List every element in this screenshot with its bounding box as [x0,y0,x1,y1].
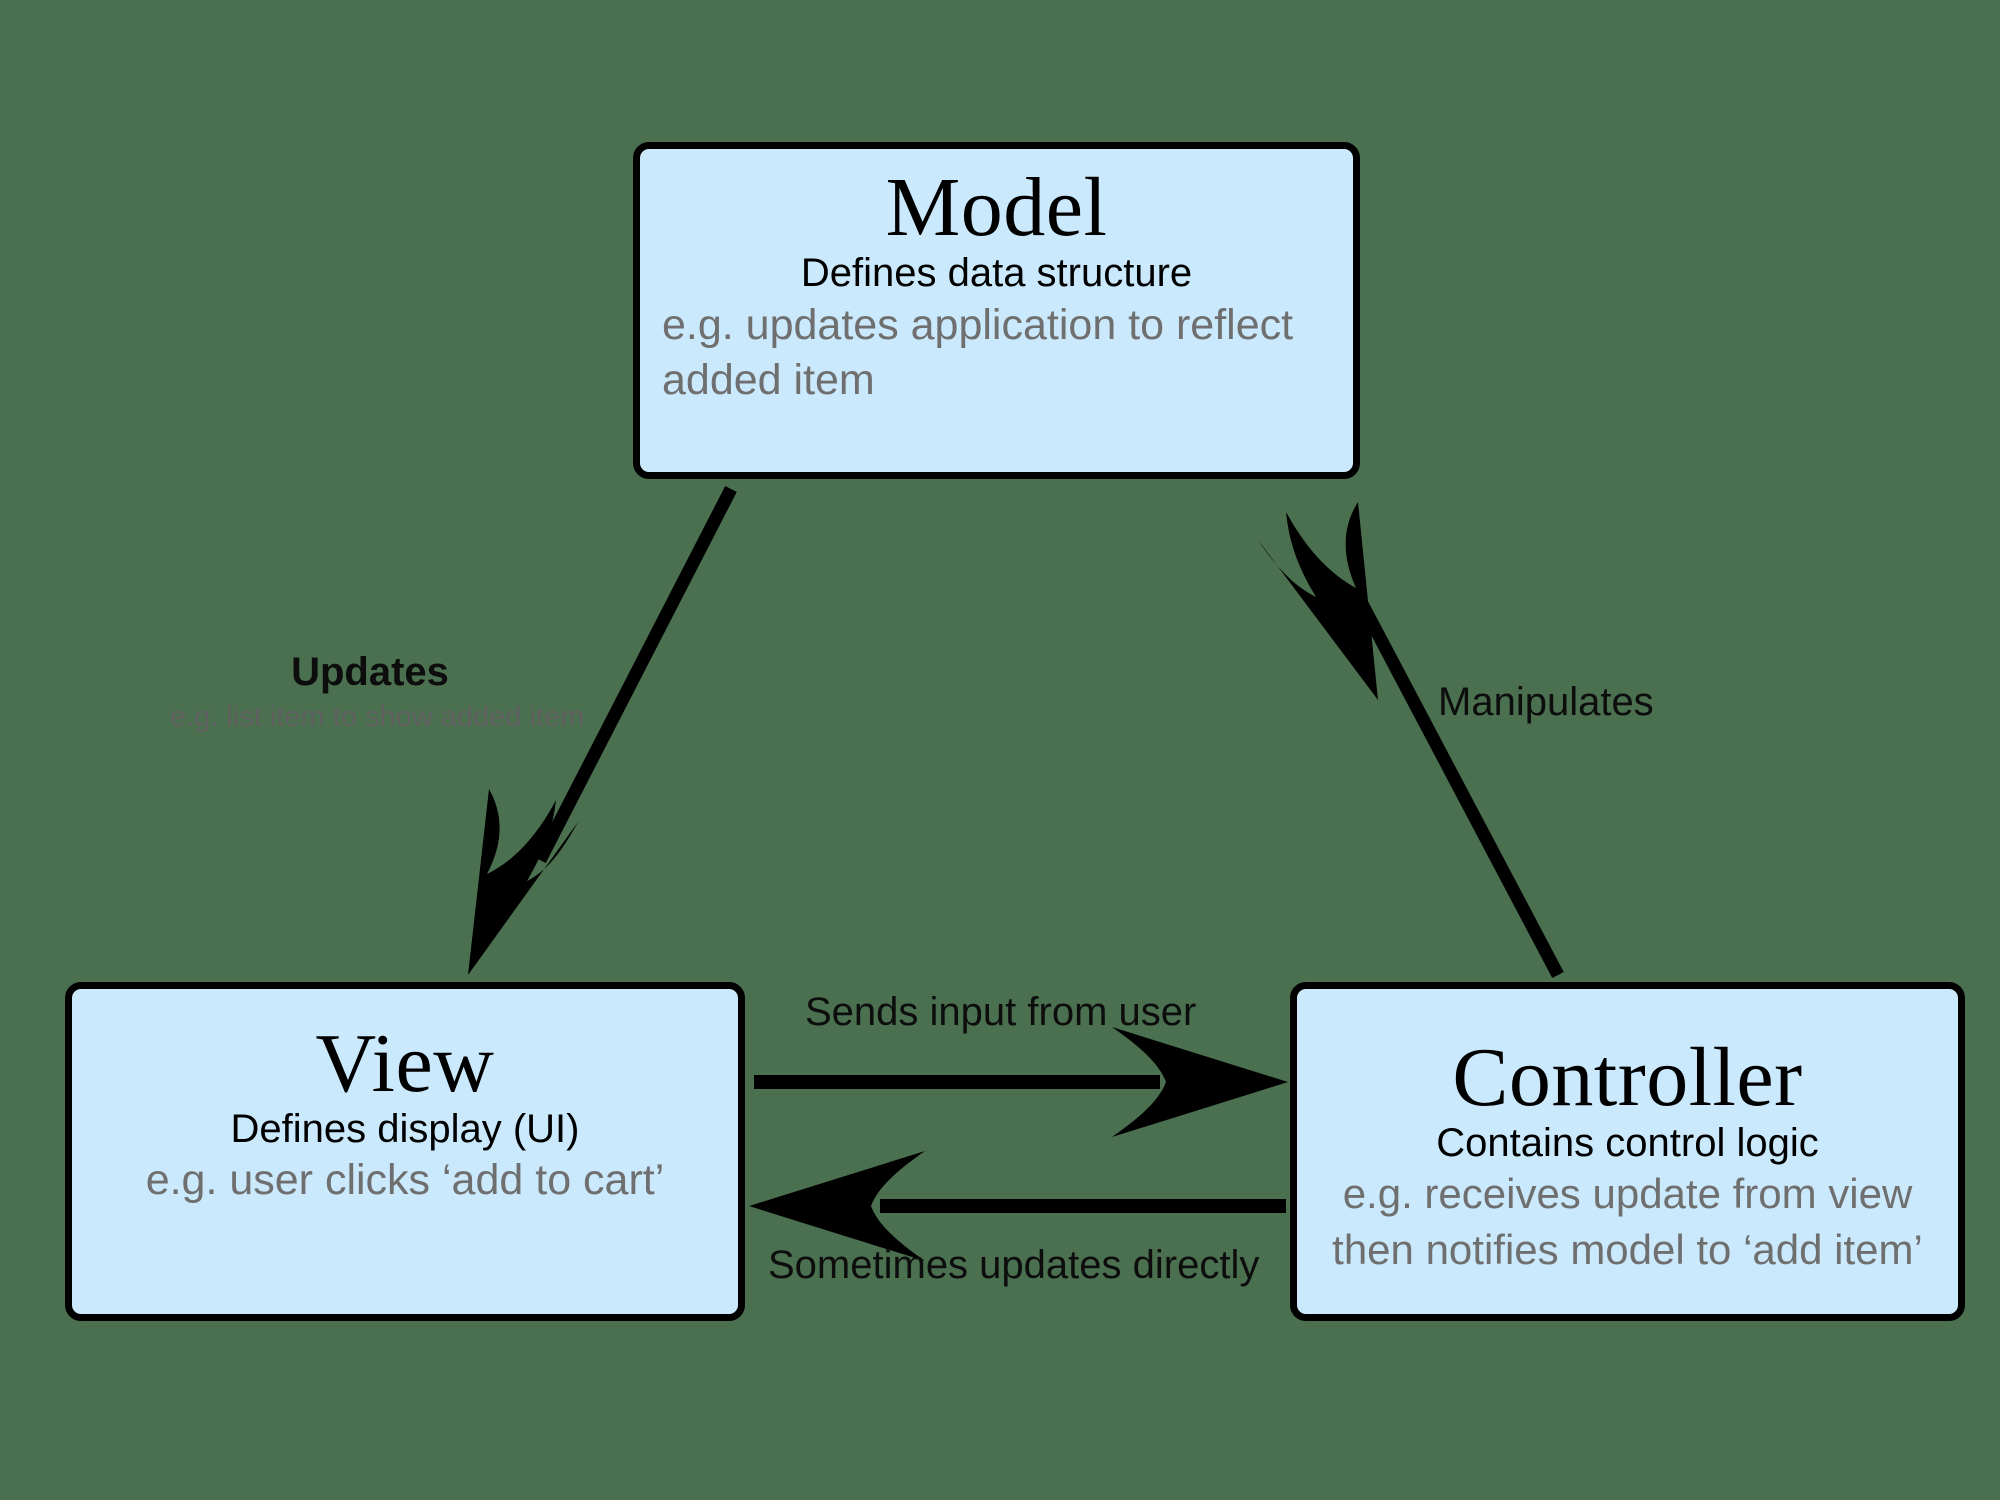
arrow-controller-to-model [1258,502,1564,979]
node-model-example: e.g. updates application to reflect adde… [662,301,1294,405]
node-controller-example-line1: e.g. receives update from view [1342,1170,1913,1218]
edge-label-sometimes-updates-directly: Sometimes updates directly [768,1243,1259,1287]
node-model-title: Model [885,161,1108,254]
node-view-example: e.g. user clicks ‘add to cart’ [145,1156,665,1205]
node-controller-title: Controller [1452,1031,1803,1124]
edge-label-manipulates-primary: Manipulates [1438,680,1654,724]
node-model-subtitle: Defines data structure [800,250,1193,295]
node-view-title: View [315,1017,495,1110]
edge-label-sends-input-primary: Sends input from user [805,990,1197,1034]
edge-label-updates-primary: Updates [291,650,449,694]
node-controller-subtitle: Contains control logic [1436,1120,1819,1165]
arrow-view-to-controller [754,1027,1288,1137]
node-controller[interactable]: Controller Contains control logic e.g. r… [1290,982,1965,1321]
edge-label-sometimes-primary: Sometimes updates directly [768,1243,1260,1287]
edge-label-updates-secondary: e.g. list item to show added item [170,701,585,733]
edge-label-sends-input: Sends input from user [805,990,1196,1034]
node-model[interactable]: Model Defines data structure e.g. update… [633,142,1360,479]
node-view-subtitle: Defines display (UI) [230,1106,580,1151]
node-view[interactable]: View Defines display (UI) e.g. user clic… [65,982,745,1321]
node-controller-example-line2: then notifies model to ‘add item’ [1332,1225,1923,1273]
edge-label-updates: Updates e.g. list item to show added ite… [170,650,585,737]
edge-label-manipulates: Manipulates [1438,680,1654,724]
